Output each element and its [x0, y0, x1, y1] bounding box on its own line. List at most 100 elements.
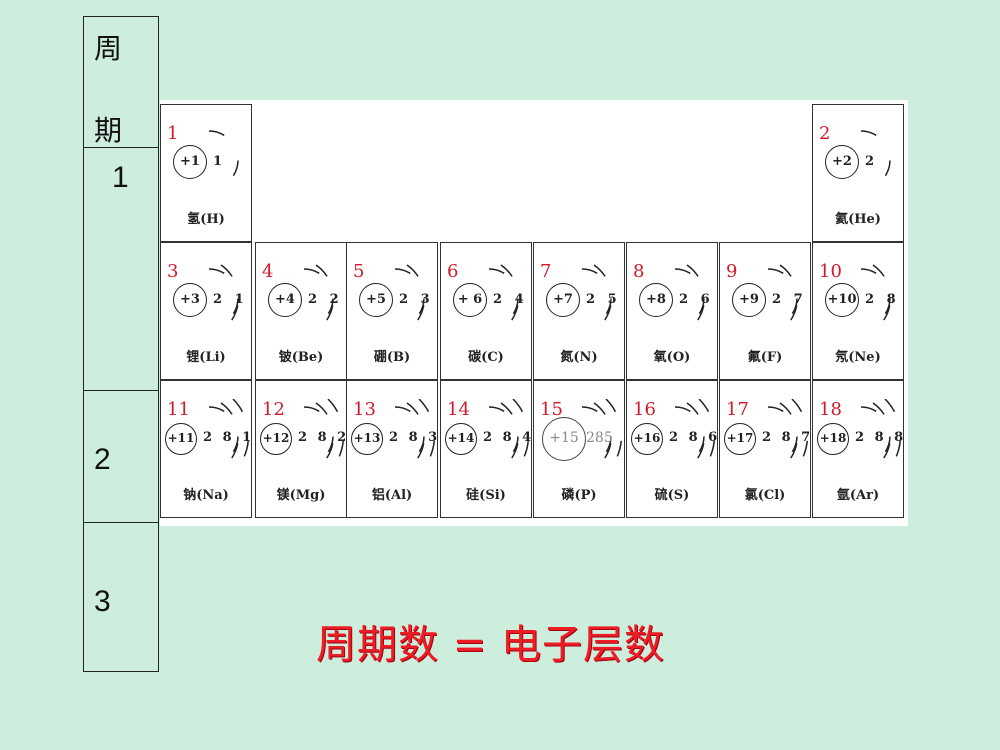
atomic-number: 8: [633, 261, 645, 282]
element-cell: 14 +14 2 8 4 硅(Si): [440, 380, 532, 518]
element-name: 氩(Ar): [836, 488, 880, 503]
atomic-number: 2: [819, 123, 831, 144]
atomic-number: 4: [262, 261, 274, 282]
element-name: 氖(Ne): [835, 350, 881, 365]
element-name: 磷(P): [561, 488, 597, 503]
period-row-3: 3: [84, 523, 158, 673]
electron-shells: 2 8 7: [762, 430, 814, 445]
atomic-number: 1: [167, 123, 179, 144]
element-cell: 7+7 2 5 氮(N): [533, 242, 625, 380]
nucleus-circle: +16: [631, 423, 663, 455]
atomic-number: 16: [633, 399, 656, 420]
element-name: 硫(S): [654, 488, 690, 503]
element-name: 铍(Be): [278, 350, 324, 365]
nucleus-circle: +9: [732, 283, 766, 317]
element-name: 锂(Li): [186, 350, 226, 365]
nucleus-circle: +5: [359, 283, 393, 317]
electron-shell-arcs-icon: [488, 264, 520, 332]
period-number: 1: [112, 161, 129, 194]
electron-shells: 2: [865, 154, 879, 169]
element-name: 氧(O): [653, 350, 691, 365]
nucleus-circle: +8: [639, 283, 673, 317]
element-name: 氮(N): [560, 350, 598, 365]
electron-shell-arcs-icon: [860, 399, 902, 474]
electron-shells: 2 2: [308, 292, 343, 307]
element-cell: 18 +18 2 8 8 氩(Ar): [812, 380, 904, 518]
electron-shells: 2 8: [865, 292, 900, 307]
element-name: 铝(Al): [371, 488, 413, 503]
nucleus-circle: +14: [445, 423, 477, 455]
atomic-number: 7: [540, 261, 552, 282]
period-column: 周 期 1 2 3: [83, 16, 159, 672]
atomic-number: 3: [167, 261, 179, 282]
electron-shells: 2 4: [493, 292, 528, 307]
nucleus-circle: + 6: [453, 283, 487, 317]
electron-shells: 2 8 2: [298, 430, 350, 445]
period-header-char: 周: [94, 32, 123, 65]
nucleus-circle: +18: [817, 423, 849, 455]
period-number: 3: [94, 585, 111, 618]
electron-shells: 285: [586, 430, 613, 446]
nucleus-circle: +13: [351, 423, 383, 455]
electron-shell-arcs-icon: [674, 399, 716, 474]
period-number: 2: [94, 443, 111, 476]
element-name: 氯(Cl): [744, 488, 786, 503]
electron-shell-arcs-icon: [767, 399, 809, 474]
element-name: 镁(Mg): [276, 488, 326, 503]
electron-shells: 1: [213, 154, 227, 169]
electron-shells: 2 8 4: [483, 430, 535, 445]
atomic-number: 12: [262, 399, 285, 420]
period-row-2: 2: [84, 391, 158, 523]
electron-shells: 2 3: [399, 292, 434, 307]
electron-shell-arcs-icon: [581, 264, 613, 332]
atomic-number: 18: [819, 399, 842, 420]
electron-shells: 2 1: [213, 292, 248, 307]
electron-shell-arcs-icon: [208, 264, 240, 332]
nucleus-circle: +7: [546, 283, 580, 317]
electron-shells: 2 5: [586, 292, 621, 307]
period-row-1: 1: [84, 147, 158, 391]
electron-shell-arcs-icon: [860, 130, 891, 190]
element-name: 硼(B): [373, 350, 411, 365]
atomic-number: 13: [353, 399, 376, 420]
electron-shell-arcs-icon: [208, 130, 239, 190]
electron-shell-arcs-icon: [767, 264, 799, 332]
period-header-char: 期: [94, 114, 123, 147]
electron-shell-arcs-icon: [488, 399, 530, 474]
atomic-number: 10: [819, 261, 842, 282]
electron-shell-arcs-icon: [303, 264, 335, 332]
electron-shell-arcs-icon: [860, 264, 892, 332]
atomic-number: 6: [447, 261, 459, 282]
atomic-number: 9: [726, 261, 738, 282]
electron-shell-arcs-icon: [394, 399, 436, 474]
element-name: 硅(Si): [466, 488, 506, 503]
atomic-number: 11: [167, 399, 190, 420]
electron-shells: 2 8 3: [389, 430, 441, 445]
atomic-number: 14: [447, 399, 470, 420]
electron-shell-arcs-icon: [303, 399, 345, 474]
formula-text: 周期数 = 电子层数: [316, 622, 665, 668]
element-name: 氢(H): [187, 212, 225, 227]
electron-shells: 2 8 1: [203, 430, 255, 445]
element-cell: 3+3 2 1 锂(Li): [160, 242, 252, 380]
period-header: 周 期: [84, 17, 158, 148]
electron-shells: 2 7: [772, 292, 807, 307]
element-name: 氦(He): [835, 212, 881, 227]
nucleus-circle: +2: [825, 145, 859, 179]
nucleus-circle: +3: [173, 283, 207, 317]
electron-shells: 2 8 8: [855, 430, 907, 445]
element-cell: 13 +13 2 8 3 铝(Al): [346, 380, 438, 518]
electron-shell-arcs-icon: [581, 399, 623, 474]
nucleus-circle: +15: [542, 417, 586, 461]
electron-shells: 2 8 6: [669, 430, 721, 445]
